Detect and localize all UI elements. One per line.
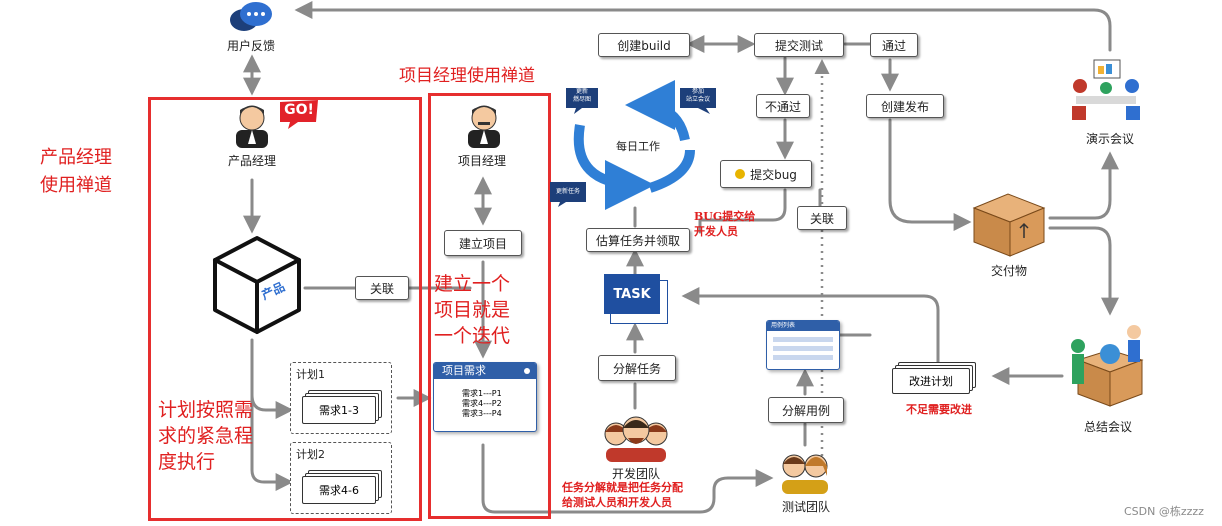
- dev-team-icon: [604, 416, 668, 462]
- improve-note: 不足需要改进: [906, 403, 972, 416]
- decompose-task-box: 分解任务: [598, 355, 676, 381]
- bug-icon: [735, 169, 746, 179]
- improve-to-task-line: [681, 287, 940, 364]
- improve-plan-box: 改进计划: [892, 368, 970, 394]
- product-title-line1: 产品经理: [40, 147, 112, 168]
- pm-title-annotation: 项目经理使用禅道: [399, 66, 535, 86]
- req-card-header: 项目需求: [434, 363, 536, 379]
- chat-bubbles-icon: [230, 2, 272, 31]
- product-cube-icon: [213, 236, 301, 334]
- bubble-standup-text: 参加 站立会议: [685, 88, 710, 103]
- task-note-line2: 给测试人员和开发人员: [562, 496, 672, 509]
- go-badge-text: GO!: [284, 102, 314, 118]
- go-badge-icon: [280, 100, 318, 129]
- demo-meeting-label: 演示会议: [1085, 132, 1134, 146]
- bug-to-relate-line: [698, 188, 787, 234]
- user-feedback-label: 用户反馈: [226, 39, 275, 53]
- plan2-item: 需求4-6: [302, 476, 376, 504]
- req-to-test-line: [481, 443, 774, 514]
- submit-test-box: 提交测试: [754, 33, 844, 57]
- bubble-update-task-text: 更新任务: [555, 188, 580, 195]
- deliverable-to-summary-line: [1048, 226, 1119, 316]
- plan2-title: 计划2: [296, 448, 325, 461]
- case-list-row: [773, 355, 833, 360]
- watermark: CSDN @栋zzzz: [1124, 505, 1204, 518]
- bug-note-line2: 开发人员: [694, 225, 738, 238]
- case-list-row: [773, 337, 833, 342]
- req-card-line: 需求3---P4: [462, 409, 502, 418]
- req-card: 项目需求 需求1---P1 需求4---P2 需求3---P4: [433, 362, 537, 432]
- plan1-title: 计划1: [296, 368, 325, 381]
- deliverable-label: 交付物: [990, 264, 1027, 278]
- plan-line3: 度执行: [158, 451, 216, 473]
- fail-box: 不通过: [756, 94, 810, 118]
- plan-line1: 计划按照需: [158, 399, 254, 421]
- submit-bug-box: 提交bug: [720, 160, 812, 188]
- plan1-item: 需求1-3: [302, 396, 376, 424]
- create-release-box: 创建发布: [866, 94, 944, 118]
- iteration-line3: 一个迭代: [434, 325, 511, 347]
- task-note-line1: 任务分解就是把任务分配: [562, 481, 683, 494]
- cycle-arrow-right: [648, 149, 695, 193]
- relate-mid-box: 关联: [797, 206, 847, 230]
- submit-bug-label: 提交bug: [750, 167, 797, 182]
- daily-work-label: 每日工作: [616, 140, 660, 153]
- product-manager-label: 产品经理: [227, 154, 276, 168]
- plan-line2: 求的紧急程: [158, 425, 254, 447]
- create-project-box: 建立项目: [444, 230, 522, 256]
- cycle-arrow-top: [625, 80, 690, 142]
- case-list-title: 用例列表: [771, 322, 796, 329]
- bubble-standup-icon: [680, 88, 716, 114]
- case-list-header: 用例列表: [767, 321, 839, 331]
- dev-team-label: 开发团队: [611, 467, 660, 481]
- deliverable-to-demo-line: [1048, 151, 1119, 220]
- decompose-case-box: 分解用例: [768, 397, 844, 423]
- pass-box: 通过: [870, 33, 918, 57]
- task-logo: TASK: [604, 274, 660, 314]
- feedback-line: [294, 1, 1112, 52]
- summary-meeting-label: 总结会议: [1083, 420, 1132, 434]
- req-card-line: 需求1---P1: [462, 389, 502, 398]
- bubble-update-burndown-icon: [566, 88, 598, 114]
- req-card-dot-icon: [524, 368, 530, 374]
- deliverable-box-icon: [972, 193, 1046, 257]
- bubble-update-task-icon: [550, 182, 586, 207]
- cycle-arrow-bottom: [573, 124, 655, 210]
- summary-meeting-icon: [1071, 325, 1144, 407]
- cube-to-plans-line: [250, 338, 294, 491]
- release-to-deliverable-line: [888, 118, 972, 231]
- case-list-card: 用例列表: [766, 320, 840, 370]
- iteration-line1: 建立一个: [434, 273, 511, 295]
- project-manager-avatar-icon: [468, 105, 500, 148]
- estimate-task-box: 估算任务并领取: [586, 228, 690, 252]
- product-manager-avatar-icon: [236, 105, 268, 148]
- demo-meeting-icon: [1072, 59, 1140, 120]
- product-manager-frame: [148, 97, 422, 521]
- project-manager-frame: [428, 93, 551, 519]
- product-title-line2: 使用禅道: [40, 175, 112, 196]
- bug-note-line1: BUG提交给: [694, 210, 756, 223]
- test-team-icon: [782, 454, 828, 494]
- plan1-branch-line: [250, 393, 294, 419]
- req-card-line: 需求4---P2: [462, 399, 502, 408]
- create-build-box: 创建build: [598, 33, 690, 57]
- case-list-row: [773, 346, 833, 351]
- project-manager-label: 项目经理: [457, 154, 506, 168]
- bubble-update-burndown-text: 更新 燃尽图: [572, 88, 591, 103]
- test-team-label: 测试团队: [781, 500, 830, 514]
- relate-left-box: 关联: [355, 276, 409, 300]
- req-card-title: 项目需求: [442, 364, 486, 377]
- iteration-line2: 项目就是: [434, 299, 511, 321]
